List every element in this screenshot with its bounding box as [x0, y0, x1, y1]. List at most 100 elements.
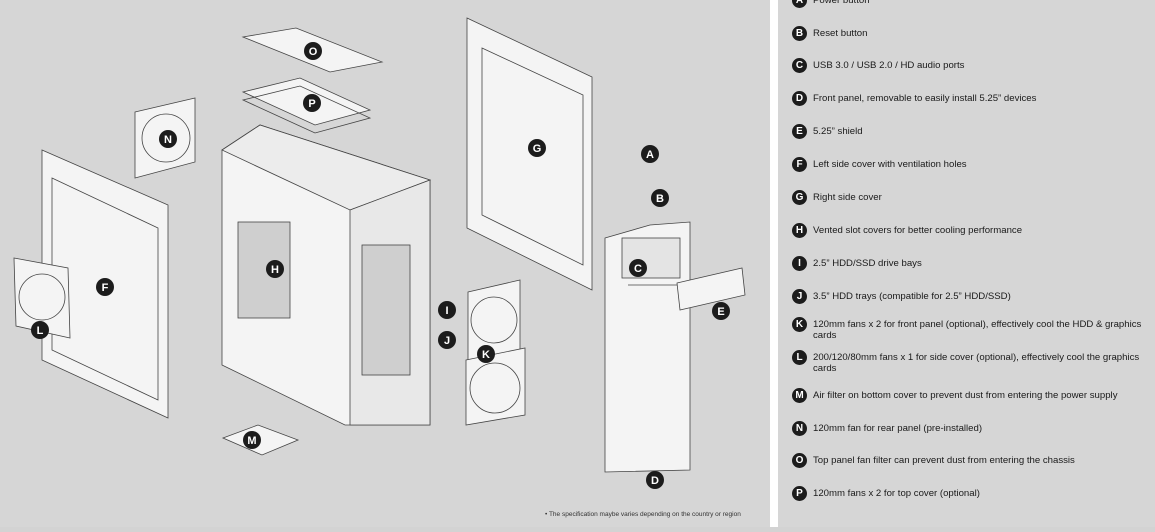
- legend-badge: M: [792, 388, 807, 403]
- callout-p: P: [303, 94, 321, 112]
- callout-letter: P: [308, 98, 315, 110]
- legend-text: Right side cover: [813, 192, 882, 203]
- callout-k: K: [477, 345, 495, 363]
- callout-badge: [31, 321, 49, 339]
- callout-m: M: [243, 431, 261, 449]
- callout-g: G: [528, 139, 546, 157]
- front-fan-top: [467, 279, 521, 363]
- legend-badge: L: [792, 350, 807, 365]
- legend-badge: P: [792, 486, 807, 501]
- legend-badge: C: [792, 58, 807, 73]
- legend-badge: E: [792, 124, 807, 139]
- callout-letter: B: [656, 193, 664, 205]
- callout-d: D: [646, 471, 664, 489]
- legend-badge: I: [792, 256, 807, 271]
- legend-badge: F: [792, 157, 807, 172]
- legend-item-j: J 3.5” HDD trays (compatible for 2.5” HDD…: [792, 289, 1147, 304]
- legend-item-k: K 120mm fans x 2 for front panel (optiona…: [792, 317, 1147, 341]
- callout-badge: [528, 139, 546, 157]
- legend-item-f: F Left side cover with ventilation holes: [792, 157, 1147, 172]
- callout-e: E: [712, 302, 730, 320]
- callout-b: B: [651, 189, 669, 207]
- callout-letter: I: [445, 305, 448, 317]
- legend-text: 120mm fans x 2 for front panel (optional…: [813, 319, 1142, 341]
- chassis-diagram-svg: A B C D E F G H I J K L M N O P: [13, 17, 746, 489]
- callout-letter: M: [247, 435, 256, 447]
- legend-badge: K: [792, 317, 807, 332]
- callout-letter: A: [646, 149, 654, 161]
- callout-c: C: [629, 259, 647, 277]
- legend-text: 2.5” HDD/SSD drive bays: [813, 258, 922, 269]
- callout-badge: [96, 278, 114, 296]
- legend-item-l: L 200/120/80mm fans x 1 for side cover (o…: [792, 350, 1147, 374]
- legend-item-b: B Reset button: [792, 26, 1147, 41]
- specification-footnote: • The specification maybe varies dependi…: [545, 511, 741, 518]
- callout-letter: E: [717, 306, 724, 318]
- legend-badge: J: [792, 289, 807, 304]
- legend-badge: A: [792, 0, 807, 8]
- callout-badge: [641, 145, 659, 163]
- legend-text: Reset button: [813, 28, 868, 39]
- legend-item-p: P 120mm fans x 2 for top cover (optional): [792, 486, 1147, 501]
- callout-badge: [438, 331, 456, 349]
- callout-badge: [304, 42, 322, 60]
- callout-letter: C: [634, 263, 642, 275]
- callout-badge: [438, 301, 456, 319]
- legend-badge: G: [792, 190, 807, 205]
- legend-text: 3.5” HDD trays (compatible for 2.5” HDD/…: [813, 291, 1011, 302]
- callout-j: J: [438, 331, 456, 349]
- front-panel: [604, 221, 691, 473]
- legend-item-e: E 5.25” shield: [792, 124, 1147, 139]
- legend-text: Top panel fan filter can prevent dust fr…: [813, 455, 1075, 466]
- front-fan-bottom: [465, 347, 526, 426]
- panel-divider: [770, 0, 778, 527]
- callout-letter: N: [164, 134, 172, 146]
- legend-text: 5.25” shield: [813, 126, 863, 137]
- callout-letter: O: [309, 46, 318, 58]
- callout-o: O: [304, 42, 322, 60]
- side-fan: [13, 257, 71, 339]
- legend-badge: N: [792, 421, 807, 436]
- callout-badge: [303, 94, 321, 112]
- callout-n: N: [159, 130, 177, 148]
- legend-badge: H: [792, 223, 807, 238]
- callout-badge: [646, 471, 664, 489]
- legend-item-n: N 120mm fan for rear panel (pre-installed…: [792, 421, 1147, 436]
- callout-badge: [651, 189, 669, 207]
- callout-a: A: [641, 145, 659, 163]
- legend-badge: D: [792, 91, 807, 106]
- legend-text: Vented slot covers for better cooling pe…: [813, 225, 1023, 236]
- drive-shield: [676, 267, 746, 311]
- legend-item-i: I 2.5” HDD/SSD drive bays: [792, 256, 1147, 271]
- callout-letter: L: [37, 325, 44, 337]
- legend-text: 120mm fan for rear panel (pre-installed): [813, 423, 983, 434]
- legend-item-c: C USB 3.0 / USB 2.0 / HD audio ports: [792, 58, 1147, 73]
- legend-badge: O: [792, 453, 807, 468]
- callout-badge: [159, 130, 177, 148]
- callout-letter: F: [102, 282, 109, 294]
- legend-item-d: D Front panel, removable to easily instal…: [792, 91, 1147, 106]
- diagram-callouts: A B C D E F G H I J K L M N O P: [31, 42, 730, 489]
- callout-letter: J: [444, 335, 450, 347]
- callout-badge: [266, 260, 284, 278]
- callout-f: F: [96, 278, 114, 296]
- legend-text: 120mm fans x 2 for top cover (optional): [813, 488, 980, 499]
- callout-letter: D: [651, 475, 659, 487]
- legend-badge: B: [792, 26, 807, 41]
- callout-letter: H: [271, 264, 279, 276]
- legend-text: Left side cover with ventilation holes: [813, 159, 967, 170]
- callout-badge: [712, 302, 730, 320]
- callout-badge: [243, 431, 261, 449]
- callout-h: H: [266, 260, 284, 278]
- legend-item-o: O Top panel fan filter can prevent dust f…: [792, 453, 1147, 468]
- legend-text: Front panel, removable to easily install…: [813, 93, 1037, 104]
- legend-item-g: G Right side cover: [792, 190, 1147, 205]
- legend-text: USB 3.0 / USB 2.0 / HD audio ports: [813, 60, 965, 71]
- callout-letter: K: [482, 349, 490, 361]
- legend-text: 200/120/80mm fans x 1 for side cover (op…: [813, 352, 1140, 374]
- exploded-diagram: A B C D E F G H I J K L M N O P • The specification may…: [13, 17, 746, 518]
- legend-text: Air filter on bottom cover to prevent du…: [813, 390, 1118, 401]
- callout-letter: G: [533, 143, 542, 155]
